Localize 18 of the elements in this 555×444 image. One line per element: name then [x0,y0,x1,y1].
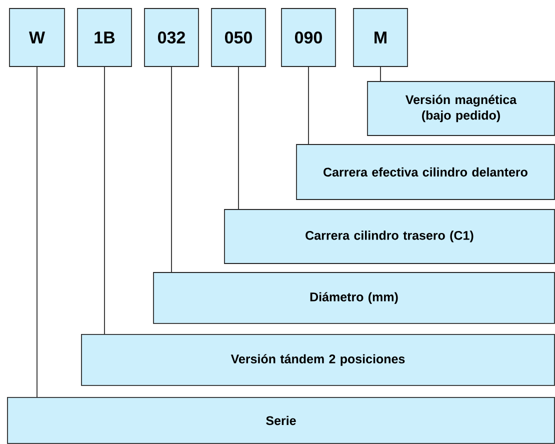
description-box: Diámetro (mm) [153,272,555,324]
description-box: Versión tándem 2 posiciones [81,334,555,386]
leader-line [238,66,239,210]
code-box: 050 [211,8,266,67]
leader-line [104,66,105,334]
leader-line [308,66,309,144]
description-box: Versión magnética (bajo pedido) [367,81,555,136]
code-box: W [9,8,65,67]
code-box: 032 [144,8,199,67]
leader-line [36,66,38,398]
leader-line [380,66,381,82]
description-box: Carrera efectiva cilindro delantero [296,144,555,200]
description-box: Serie [7,397,555,444]
code-box: M [353,8,408,67]
leader-line [171,66,172,272]
code-box: 1B [77,8,132,67]
description-box: Carrera cilindro trasero (C1) [224,209,555,264]
code-box: 090 [281,8,336,67]
